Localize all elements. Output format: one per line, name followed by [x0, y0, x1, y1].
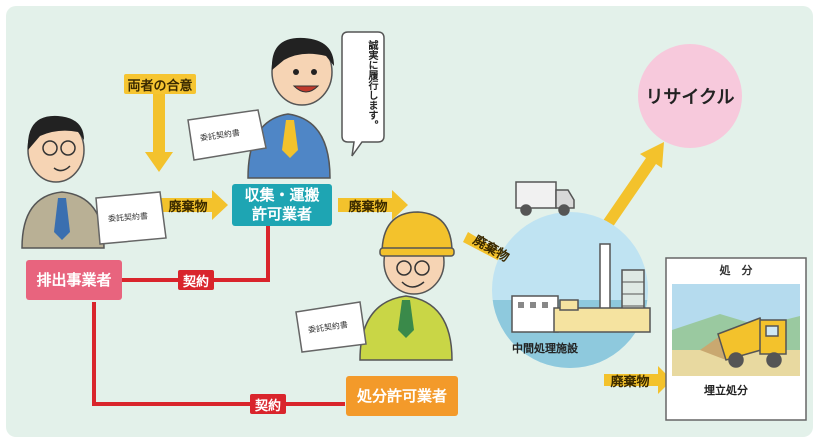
- recycle-label: リサイクル: [645, 87, 735, 108]
- contract-label-1: 契約: [178, 270, 214, 290]
- collector-line-1: 収集・運搬: [244, 186, 320, 204]
- consent-arrow: [145, 94, 173, 172]
- landfill-label: 埋立処分: [704, 384, 748, 397]
- document-icon: [95, 109, 367, 353]
- recycle-circle: [638, 44, 742, 148]
- dump-truck-icon: [717, 317, 787, 368]
- discharger-node: 排出事業者: [26, 260, 122, 300]
- contract-label-2: 契約: [250, 394, 286, 414]
- speech-text: 誠実に履行します。: [366, 40, 377, 130]
- truck-icon: [515, 181, 575, 216]
- person-icon: [359, 211, 455, 361]
- person-icon: [247, 37, 334, 179]
- collector-line-2: 許可業者: [251, 205, 312, 223]
- consent-label: 両者の合意: [124, 74, 196, 94]
- speech-bubble: [341, 31, 385, 157]
- disposal-title: 処 分: [700, 262, 772, 278]
- waste-label-4: 廃棄物: [610, 374, 650, 390]
- waste-label-1: 廃棄物: [168, 199, 208, 215]
- intermediate-facility-label: 中間処理施設: [512, 342, 578, 355]
- waste-label-2: 廃棄物: [348, 199, 388, 215]
- disposer-node: 処分許可業者: [346, 376, 458, 416]
- collector-node: 収集・運搬 許可業者: [232, 184, 332, 226]
- person-icon: [21, 115, 105, 249]
